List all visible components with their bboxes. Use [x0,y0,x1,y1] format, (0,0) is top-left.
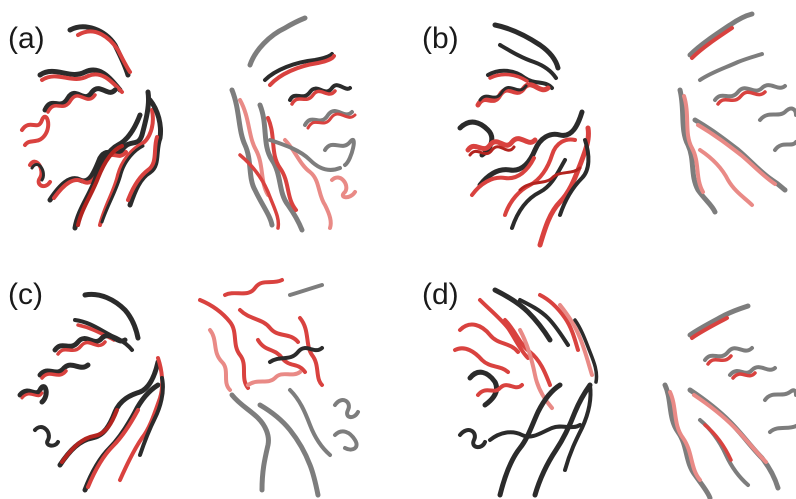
panel-d-strand [455,348,508,372]
panel-c-strand [240,310,298,342]
panel-d-strand [765,390,796,400]
panel-d-right-structure [665,306,796,498]
panel-c-strand [258,340,305,372]
panel-b-strand [700,54,762,80]
panel-a-strand [250,18,305,65]
panel-a-strand [22,117,48,145]
panel-c-left-structure [20,294,163,490]
panel-d-strand [733,373,755,378]
panel-c-strand [35,427,58,446]
panel-d-strand [478,385,522,395]
panel-a-strand [325,140,354,165]
panel-a-strand [292,91,335,104]
panel-a-strand [32,165,43,180]
panel-b-strand [692,28,732,58]
panel-b-right-structure [680,14,796,212]
panel-c-strand [248,372,300,385]
panel-d-strand [670,392,700,480]
panel-a-right-structure [232,18,355,230]
panel-c-right-structure [200,280,358,495]
panel-c-strand [335,400,358,417]
panel-c-strand [335,431,357,449]
panel-a-left-structure [22,27,161,228]
panel-c-strand [290,390,330,455]
panel-d-strand [700,420,748,485]
panel-c-strand [225,280,282,295]
panel-c-strand [62,410,117,462]
panel-d-strand [470,372,497,405]
panel-b-left-structure [460,25,588,245]
panel-d-strand [460,430,485,447]
panel-d-strand [770,426,796,432]
panel-d-strand [690,390,778,488]
panel-b-strand [718,92,765,104]
panel-a-strand [232,90,272,225]
panel-d-left-structure [455,290,597,495]
panel-d-strand [500,385,560,495]
panel-b-strand [760,109,796,120]
panel-c-strand [210,330,230,390]
panel-a-strand [332,177,355,197]
panel-b-strand [488,71,552,88]
panel-a-strand [308,114,355,128]
panel-c-strand [290,285,322,295]
panel-b-strand [775,142,796,150]
panel-d-strand [694,395,766,462]
panel-b-strand [698,125,775,184]
